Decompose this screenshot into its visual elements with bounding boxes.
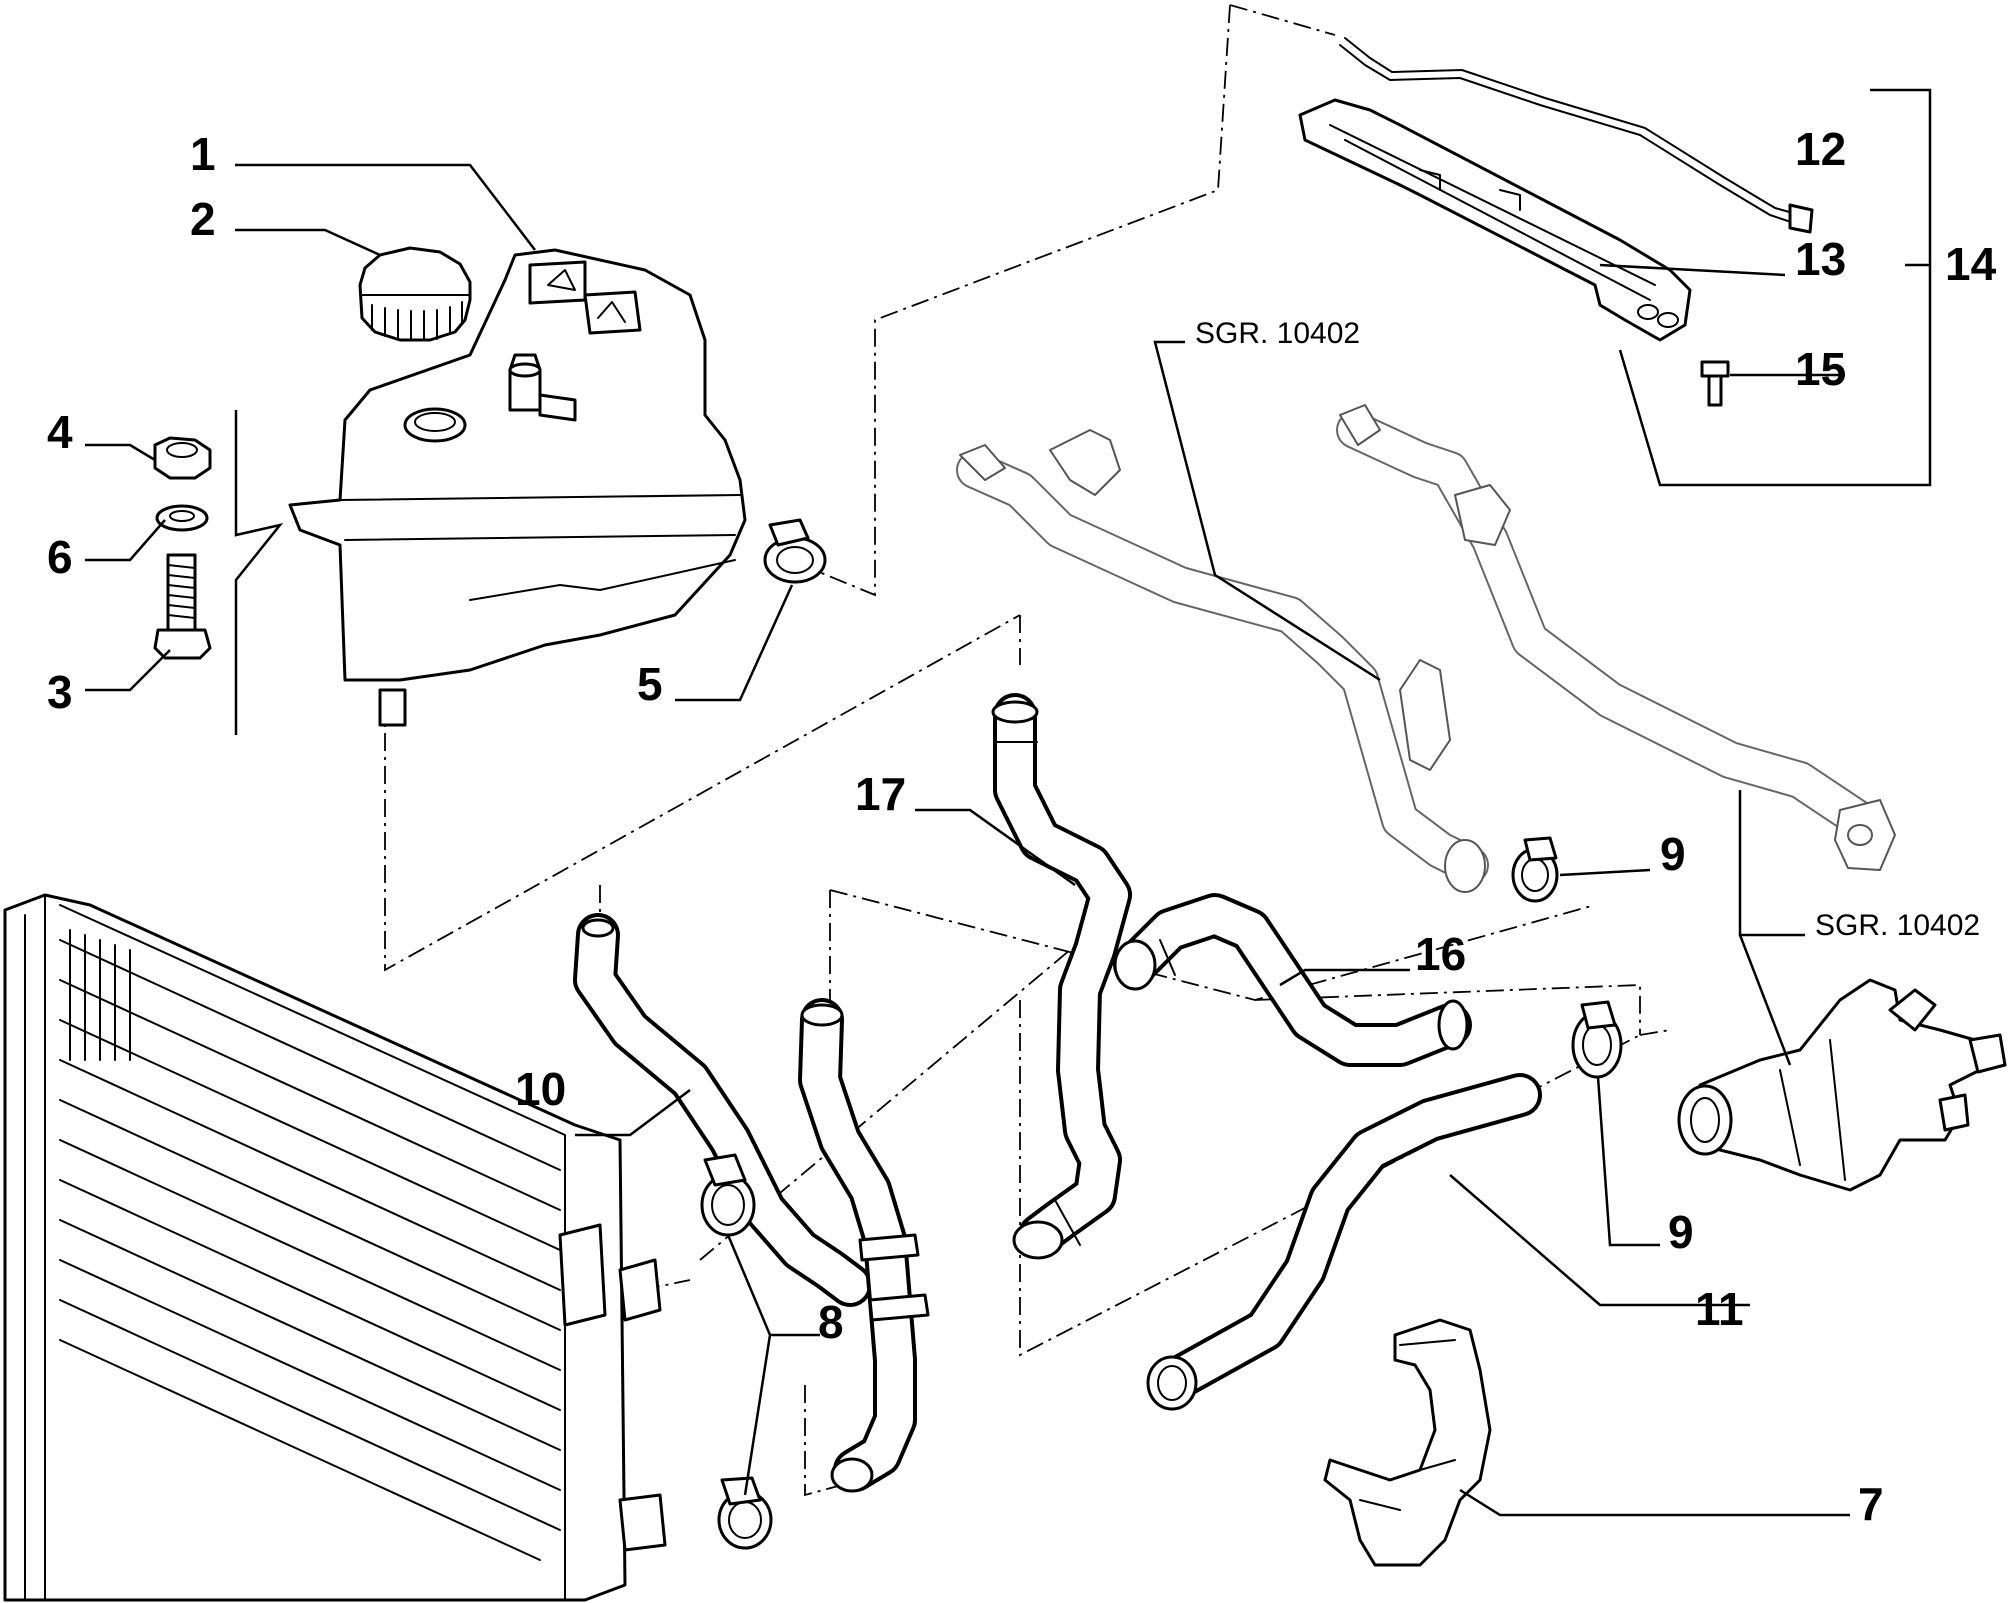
pipe-support-bracket bbox=[1323, 1318, 1492, 1567]
callout-14: 14 bbox=[1945, 238, 1997, 290]
reference-metal-pipe-left bbox=[956, 429, 1489, 893]
bracket-13 bbox=[1298, 98, 1692, 342]
reference-metal-pipe-right bbox=[1336, 404, 1896, 871]
callout-9-lower: 9 bbox=[1668, 1206, 1694, 1258]
hose-11 bbox=[1146, 1073, 1542, 1411]
hose-clamp-5 bbox=[763, 518, 827, 584]
nut bbox=[153, 436, 212, 480]
screw-15 bbox=[1700, 360, 1730, 407]
hose-10 bbox=[573, 913, 872, 1307]
hose-main bbox=[798, 998, 930, 1493]
callout-17: 17 bbox=[855, 768, 906, 820]
washer bbox=[155, 504, 209, 532]
callout-8: 8 bbox=[818, 1296, 844, 1348]
filler-cap bbox=[358, 246, 472, 342]
callout-10: 10 bbox=[515, 1063, 566, 1115]
hose-17 bbox=[991, 693, 1132, 1260]
radiator bbox=[3, 893, 667, 1602]
hose-clamp-9-lower bbox=[1571, 1000, 1623, 1079]
callout-5: 5 bbox=[637, 658, 663, 710]
callout-1: 1 bbox=[190, 128, 216, 180]
callout-2: 2 bbox=[190, 193, 216, 245]
callout-15: 15 bbox=[1795, 343, 1846, 395]
reference-label-thermostat: SGR. 10402 bbox=[1815, 909, 1980, 942]
thermostat-housing bbox=[1677, 978, 2007, 1192]
hose-clamp-8-lower bbox=[717, 1476, 773, 1550]
callout-9-upper: 9 bbox=[1660, 828, 1686, 880]
callout-11: 11 bbox=[1695, 1283, 1744, 1335]
callout-7: 7 bbox=[1858, 1478, 1884, 1530]
assembly-guide-lines bbox=[384, 4, 1671, 1497]
bracket-14-group-line bbox=[1618, 88, 1932, 487]
callout-16: 16 bbox=[1415, 928, 1466, 980]
reference-label-pipe: SGR. 10402 bbox=[1195, 317, 1360, 350]
hose-clamp-9-upper bbox=[1511, 836, 1559, 903]
leader-lines bbox=[85, 163, 1850, 1517]
callout-6: 6 bbox=[47, 531, 73, 583]
callouts: 1 2 3 4 5 6 7 8 9 9 10 11 12 13 14 15 16… bbox=[47, 123, 1997, 1530]
bolt bbox=[153, 553, 212, 660]
expansion-tank bbox=[288, 248, 747, 727]
hose-16 bbox=[1113, 893, 1472, 1067]
mounting-bracket-line bbox=[234, 410, 284, 735]
callout-4: 4 bbox=[47, 406, 73, 458]
pipe-12 bbox=[1339, 37, 1814, 234]
callout-13: 13 bbox=[1795, 233, 1846, 285]
hose-clamp-8-upper bbox=[700, 1153, 756, 1237]
radiator-core-fins bbox=[59, 929, 561, 1561]
callout-3: 3 bbox=[47, 666, 73, 718]
callout-12: 12 bbox=[1795, 123, 1846, 175]
